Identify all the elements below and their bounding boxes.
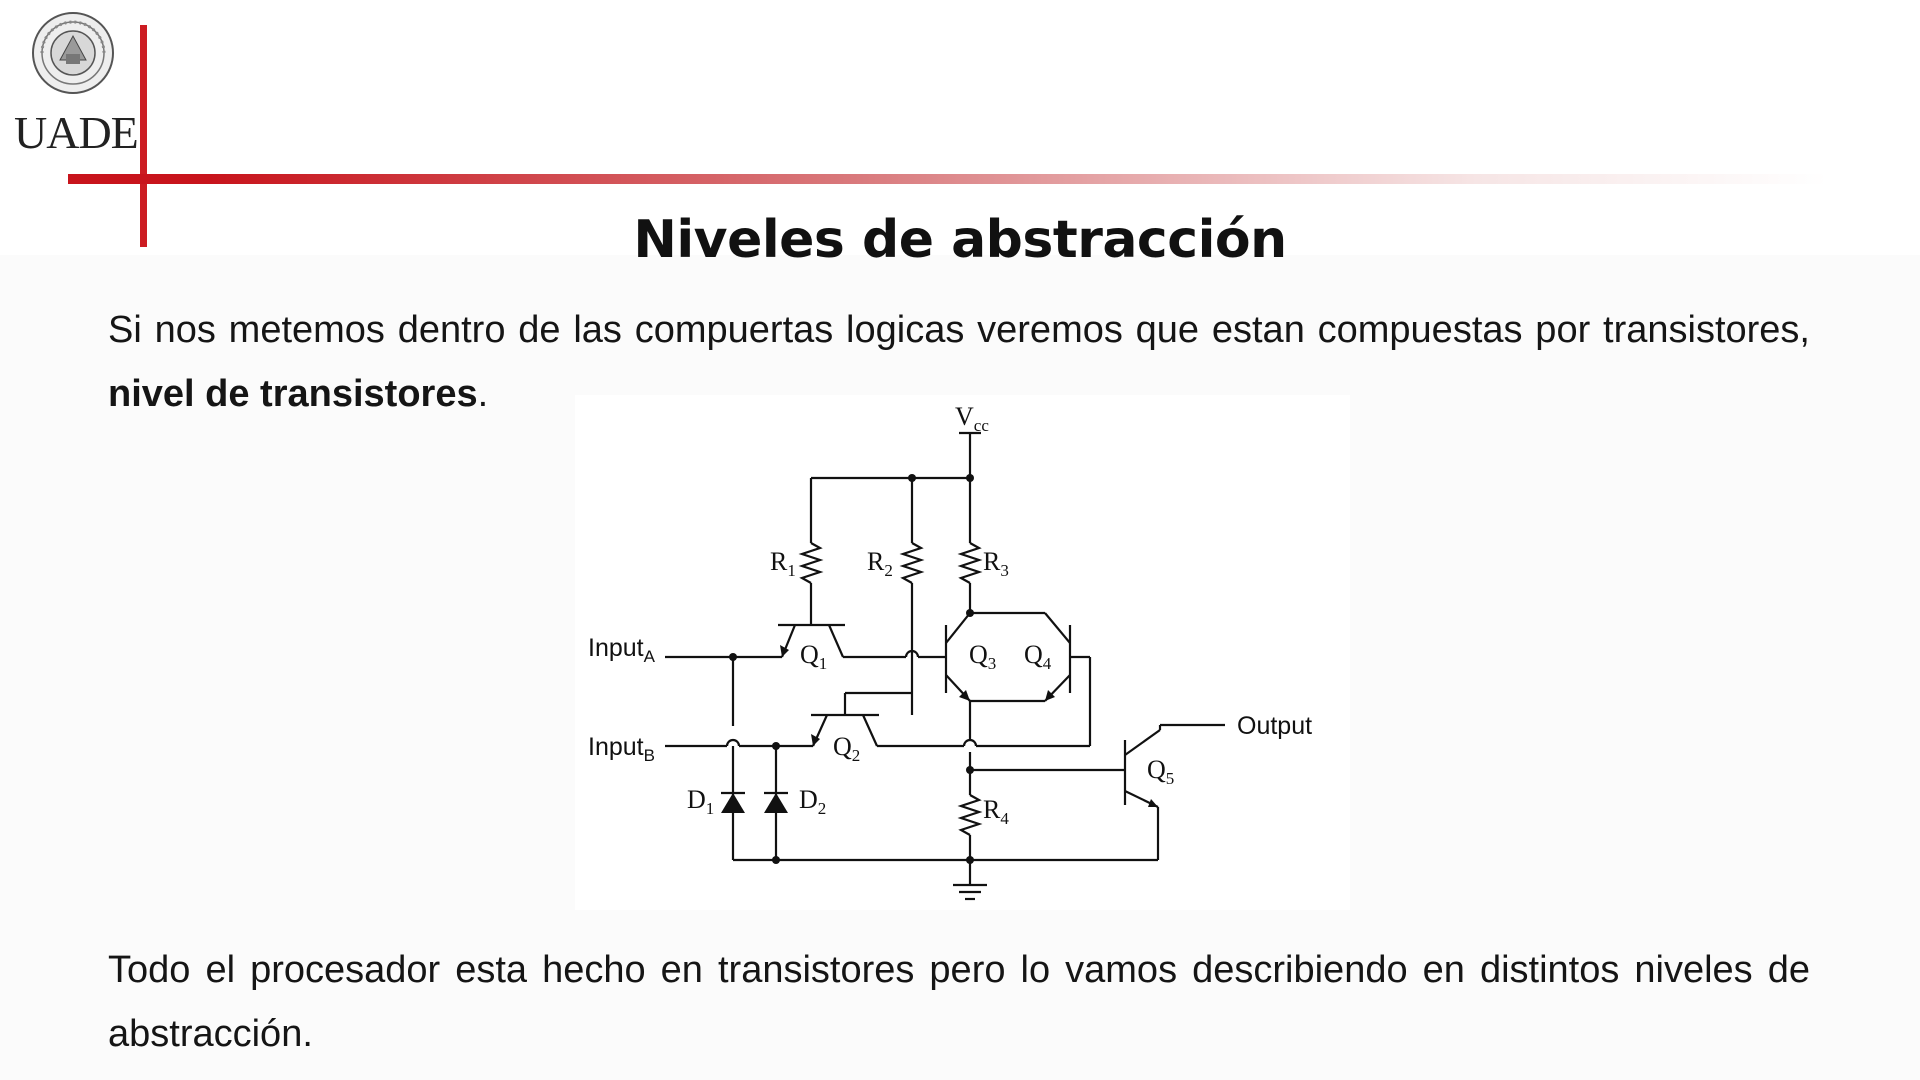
emitter-crossover — [962, 738, 978, 747]
q4-emitter-arrow — [1045, 690, 1055, 701]
input-b-crossover — [725, 738, 741, 747]
r4-label: R4 — [983, 795, 1009, 828]
q4-label: Q4 — [1024, 640, 1052, 673]
slide-title: Niveles de abstracción — [633, 210, 1287, 270]
q1-collector — [827, 624, 845, 658]
q2-emitter-arrow — [811, 734, 820, 746]
q3-label: Q3 — [969, 640, 996, 673]
junction-dot — [729, 653, 737, 661]
q3-collector — [945, 612, 971, 644]
vcc-label: Vcc — [955, 402, 989, 435]
paragraph-abstraction: Todo el procesador esta hecho en transis… — [108, 949, 1810, 1055]
d2-label: D2 — [799, 785, 826, 818]
input-a-label: InputA — [588, 634, 656, 666]
bold-term: nivel de transistores — [108, 373, 478, 415]
paragraph-transistors: Si nos metemos dentro de las compuertas … — [108, 298, 1810, 426]
junction-dot — [966, 766, 974, 774]
r4-resistor — [957, 794, 983, 836]
r2-resistor — [899, 542, 925, 584]
d2-diode-triangle — [764, 793, 788, 813]
junction-dot — [966, 474, 974, 482]
r3-resistor — [957, 542, 983, 584]
r1-resistor — [798, 542, 824, 584]
junction-dot — [966, 856, 974, 864]
logo-text: UADE — [14, 107, 139, 158]
junction-dot — [772, 742, 780, 750]
circuit-svg: Vcc R1 R2 R3 R4 Q1 Q2 Q3 Q4 Q5 D1 D2 Inp… — [588, 402, 1312, 901]
junction-dot — [908, 474, 916, 482]
ttl-nand-circuit-diagram: Vcc R1 R2 R3 R4 Q1 Q2 Q3 Q4 Q5 D1 D2 Inp… — [575, 395, 1350, 910]
q4-collector — [1044, 612, 1071, 644]
uade-logo: UADE — [14, 10, 139, 158]
q2-collector — [861, 714, 879, 747]
junction-dot — [772, 856, 780, 864]
q1-label: Q1 — [800, 640, 827, 673]
paragraph-text: Si nos metemos dentro de las compuertas … — [108, 309, 1810, 351]
paragraph-period: . — [477, 373, 489, 415]
accent-vertical-line — [140, 25, 147, 247]
q5-collector — [1124, 729, 1161, 756]
output-label: Output — [1237, 712, 1312, 740]
university-seal-icon — [32, 12, 114, 94]
accent-horizontal-line — [68, 174, 1828, 184]
junction-dot — [966, 609, 974, 617]
q2-label: Q2 — [833, 732, 860, 765]
q1-emitter-arrow — [780, 645, 789, 657]
q5-emitter-arrow — [1148, 799, 1158, 807]
q3-emitter-arrow — [959, 690, 970, 701]
r2-label: R2 — [867, 547, 893, 580]
d1-diode-triangle — [721, 793, 745, 813]
r1-label: R1 — [770, 547, 796, 580]
q1-crossover — [904, 649, 920, 658]
input-b-label: InputB — [588, 733, 655, 765]
r3-label: R3 — [983, 547, 1009, 580]
d1-label: D1 — [687, 785, 714, 818]
q5-label: Q5 — [1147, 755, 1174, 788]
